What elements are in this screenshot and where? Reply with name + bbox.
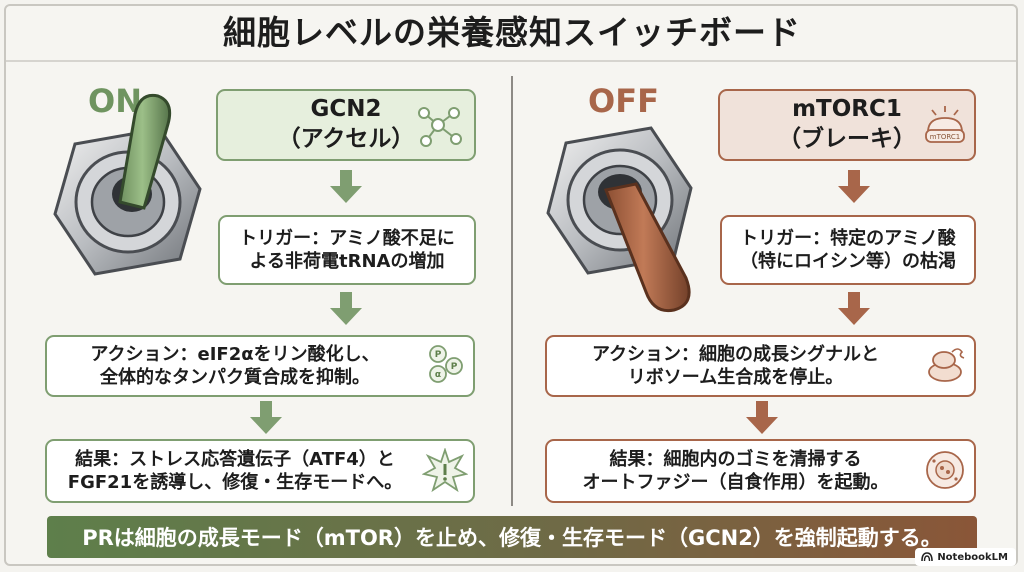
mtorc1-result-line1: 結果：細胞内のゴミを清掃する (609, 448, 862, 470)
mtorc1-trigger-line1: トリガー：特定のアミノ酸 (740, 227, 956, 249)
mtorc1-trigger-line2: （特にロイシン等）の枯渇 (740, 251, 956, 272)
mtorc1-action-box: アクション：細胞の成長シグナルと リボソーム生合成を停止。 (545, 335, 976, 397)
gcn2-action-line2: 全体的なタンパク質合成を抑制。 (100, 367, 370, 388)
down-arrow-icon (250, 401, 282, 434)
down-arrow-icon (838, 170, 870, 203)
toggle-switch-on-icon[interactable] (40, 84, 210, 284)
mtorc1-icon-label: mTORC1 (930, 133, 960, 141)
notebooklm-badge: NotebookLM (915, 548, 1016, 566)
phosphate-label-1: P (435, 350, 442, 360)
gcn2-trigger-line2: よる非荷電tRNAの増加 (249, 251, 445, 272)
mtorc1-action-line2: リボソーム生合成を停止。 (627, 367, 844, 388)
center-divider (511, 76, 513, 506)
notebooklm-logo-icon (921, 552, 934, 562)
autophagy-cell-icon (926, 451, 964, 489)
phosphate-label-2: P (451, 362, 458, 372)
toggle-switch-off-icon[interactable] (536, 118, 716, 318)
mtorc1-action-line1: アクション：細胞の成長シグナルと (591, 343, 880, 365)
mtorc1-trigger-box: トリガー：特定のアミノ酸 （特にロイシン等）の枯渇 (720, 215, 976, 285)
down-arrow-icon (746, 401, 778, 434)
down-arrow-icon (838, 292, 870, 325)
gcn2-action-line1: アクション：eIF2αをリン酸化し、 (90, 343, 380, 365)
gcn2-result-line1: 結果：ストレス応答遺伝子（ATF4）と (75, 448, 395, 470)
mtorc1-result-box: 結果：細胞内のゴミを清掃する オートファジー（自食作用）を起動。 (545, 439, 976, 503)
phosphate-icon: P α P (429, 345, 463, 383)
mtorc1-subtitle: （ブレーキ） (778, 126, 916, 152)
gcn2-result-line2: FGF21を誘導し、修復・生存モードへ。 (67, 472, 403, 493)
down-arrow-icon (330, 292, 362, 325)
gcn2-action-box: アクション：eIF2αをリン酸化し、 全体的なタンパク質合成を抑制。 (45, 335, 475, 397)
alpha-label: α (435, 370, 441, 380)
mtorc1-result-line2: オートファジー（自食作用）を起動。 (582, 472, 889, 493)
alert-burst-icon (422, 448, 468, 493)
gcn2-title: GCN2 (310, 96, 382, 123)
summary-banner: PRは細胞の成長モード（mTOR）を止め、修復・生存モード（GCN2）を強制起動… (47, 516, 977, 558)
off-label: OFF (588, 82, 659, 120)
gcn2-subtitle: （アクセル） (277, 126, 415, 152)
title-divider (6, 60, 1016, 62)
molecule-icon (418, 107, 462, 147)
ribosome-icon (928, 348, 965, 382)
down-arrow-icon (330, 170, 362, 203)
mtorc1-header-box: mTORC1 （ブレーキ） (718, 89, 976, 161)
mtorc1-complex-icon: mTORC1 (925, 106, 965, 143)
notebooklm-label: NotebookLM (937, 551, 1008, 563)
page-title: 細胞レベルの栄養感知スイッチボード (223, 13, 801, 52)
gcn2-trigger-line1: トリガー：アミノ酸不足に (239, 227, 455, 249)
gcn2-trigger-box: トリガー：アミノ酸不足に よる非荷電tRNAの増加 (218, 215, 476, 285)
mtorc1-title: mTORC1 (792, 96, 902, 123)
gcn2-result-box: 結果：ストレス応答遺伝子（ATF4）と FGF21を誘導し、修復・生存モードへ。 (45, 439, 475, 503)
on-label: ON (88, 82, 142, 120)
